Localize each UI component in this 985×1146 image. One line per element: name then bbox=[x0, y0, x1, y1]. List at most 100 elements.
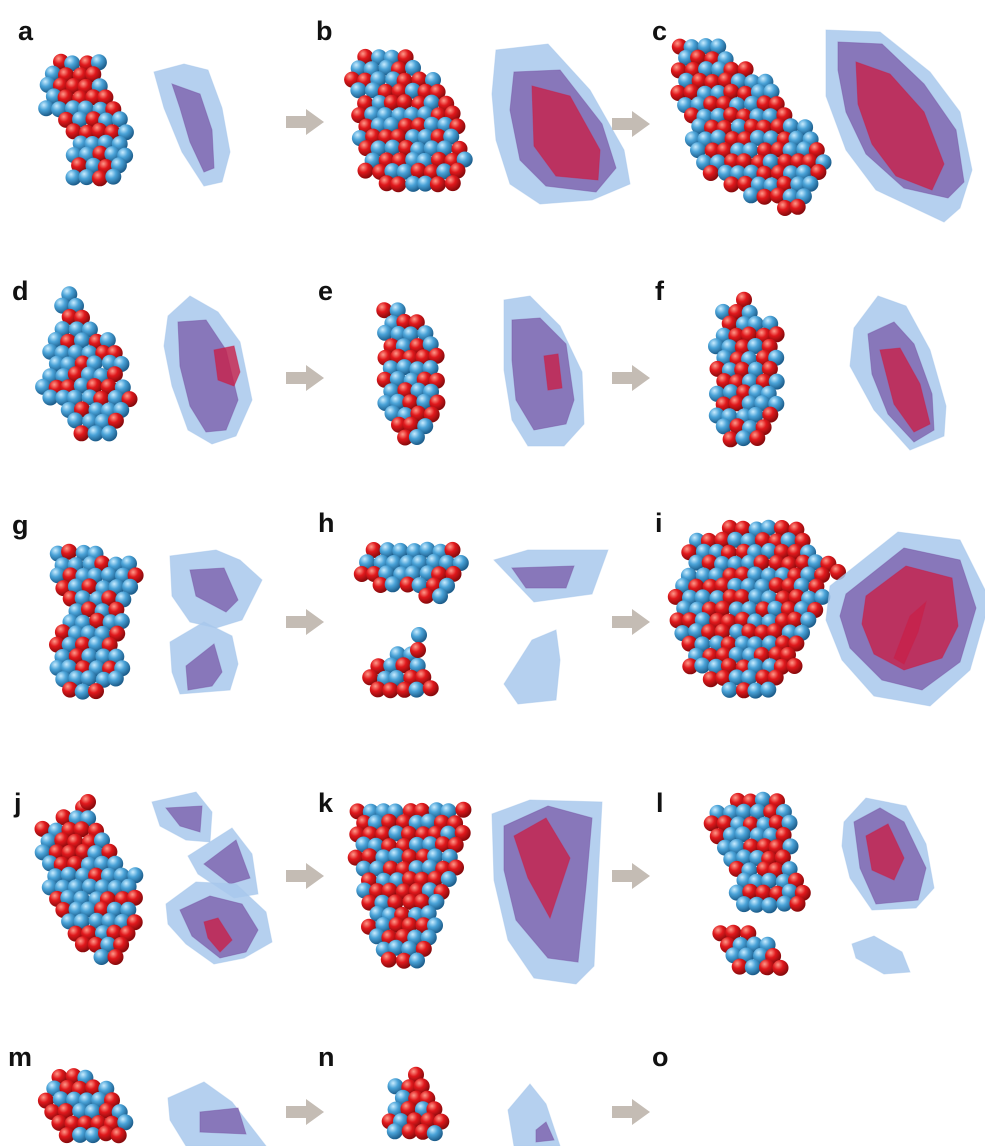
blue-atom bbox=[440, 871, 457, 887]
red-atom bbox=[770, 141, 787, 158]
red-atom bbox=[62, 590, 79, 607]
blue-atom bbox=[370, 140, 387, 157]
red-atom bbox=[714, 600, 731, 617]
hull-d bbox=[163, 295, 253, 445]
red-atom bbox=[71, 157, 88, 174]
red-atom bbox=[756, 188, 773, 205]
hull-a bbox=[153, 63, 231, 187]
red-atom bbox=[370, 658, 387, 675]
red-atom bbox=[349, 803, 366, 820]
blue-atom bbox=[423, 140, 440, 157]
panel-label-j: j bbox=[14, 788, 22, 818]
blue-atom bbox=[74, 332, 90, 349]
blue-atom bbox=[749, 803, 766, 820]
blue-atom bbox=[111, 111, 128, 128]
blue-atom bbox=[688, 554, 705, 571]
red-atom bbox=[444, 541, 461, 558]
red-atom bbox=[709, 360, 726, 377]
blue-atom bbox=[776, 895, 793, 912]
arrow-a-b bbox=[286, 109, 324, 135]
blue-atom bbox=[95, 648, 112, 665]
blue-atom bbox=[780, 532, 797, 549]
blue-atom bbox=[690, 142, 706, 159]
outer-hull bbox=[503, 629, 561, 705]
red-atom bbox=[725, 924, 742, 941]
red-atom bbox=[126, 889, 143, 906]
red-atom bbox=[768, 554, 785, 571]
blue-atom bbox=[356, 882, 373, 899]
middle-hull bbox=[535, 1121, 555, 1143]
blue-atom bbox=[419, 541, 436, 558]
blue-atom bbox=[426, 1125, 443, 1142]
arrow-k-l bbox=[612, 863, 650, 889]
red-atom bbox=[410, 642, 426, 658]
hull-c bbox=[825, 29, 973, 223]
atom-cluster-i bbox=[667, 519, 846, 699]
blue-atom bbox=[371, 95, 388, 111]
red-atom bbox=[741, 623, 758, 640]
middle-hull bbox=[165, 805, 203, 833]
blue-atom bbox=[42, 855, 58, 872]
red-atom bbox=[709, 828, 726, 845]
blue-atom bbox=[117, 124, 134, 141]
red-atom bbox=[702, 165, 719, 181]
blue-atom bbox=[735, 803, 752, 820]
red-atom bbox=[54, 624, 71, 641]
blue-atom bbox=[402, 326, 419, 343]
red-atom bbox=[786, 658, 803, 674]
middle-hull bbox=[189, 567, 239, 613]
blue-atom bbox=[107, 389, 124, 406]
red-atom bbox=[667, 588, 684, 605]
red-atom bbox=[701, 623, 718, 640]
red-atom bbox=[413, 1078, 430, 1095]
red-atom bbox=[444, 175, 461, 192]
red-atom bbox=[714, 577, 731, 594]
blue-atom bbox=[99, 332, 116, 349]
panel-label-c: c bbox=[652, 16, 668, 46]
red-atom bbox=[742, 883, 759, 900]
red-atom bbox=[85, 1079, 102, 1096]
panel-label-m: m bbox=[8, 1042, 33, 1072]
blue-atom bbox=[417, 175, 434, 192]
outer-hull bbox=[851, 935, 911, 975]
red-atom bbox=[353, 566, 370, 582]
blue-atom bbox=[396, 163, 413, 180]
red-atom bbox=[723, 176, 740, 193]
blue-atom bbox=[747, 361, 764, 378]
blue-atom bbox=[734, 826, 751, 843]
red-atom bbox=[88, 683, 104, 700]
blue-atom bbox=[65, 169, 82, 186]
blue-atom bbox=[800, 611, 817, 628]
blue-atom bbox=[389, 371, 406, 387]
blue-atom bbox=[78, 169, 95, 186]
core-hull bbox=[531, 85, 601, 181]
red-atom bbox=[753, 554, 770, 571]
panel-label-e: e bbox=[318, 276, 334, 306]
blue-atom bbox=[49, 567, 66, 584]
panel-label-l: l bbox=[656, 788, 664, 818]
red-atom bbox=[444, 105, 461, 122]
blue-atom bbox=[94, 879, 111, 896]
blue-atom bbox=[694, 657, 711, 674]
red-atom bbox=[65, 123, 82, 140]
blue-atom bbox=[727, 531, 744, 548]
red-atom bbox=[383, 94, 400, 111]
blue-atom bbox=[90, 54, 107, 71]
blue-atom bbox=[377, 324, 394, 341]
red-atom bbox=[380, 951, 397, 968]
blue-atom bbox=[41, 879, 58, 896]
red-atom bbox=[422, 680, 439, 697]
red-atom bbox=[382, 860, 399, 877]
blue-atom bbox=[42, 389, 59, 406]
red-atom bbox=[447, 836, 464, 853]
middle-hull bbox=[185, 643, 223, 691]
blue-atom bbox=[107, 670, 124, 687]
blue-atom bbox=[722, 827, 739, 843]
atom-cluster-m bbox=[37, 1068, 134, 1144]
blue-atom bbox=[744, 95, 760, 112]
blue-atom bbox=[432, 588, 448, 605]
blue-atom bbox=[762, 153, 779, 170]
blue-atom bbox=[67, 412, 84, 429]
red-atom bbox=[683, 84, 700, 101]
red-atom bbox=[73, 425, 90, 442]
